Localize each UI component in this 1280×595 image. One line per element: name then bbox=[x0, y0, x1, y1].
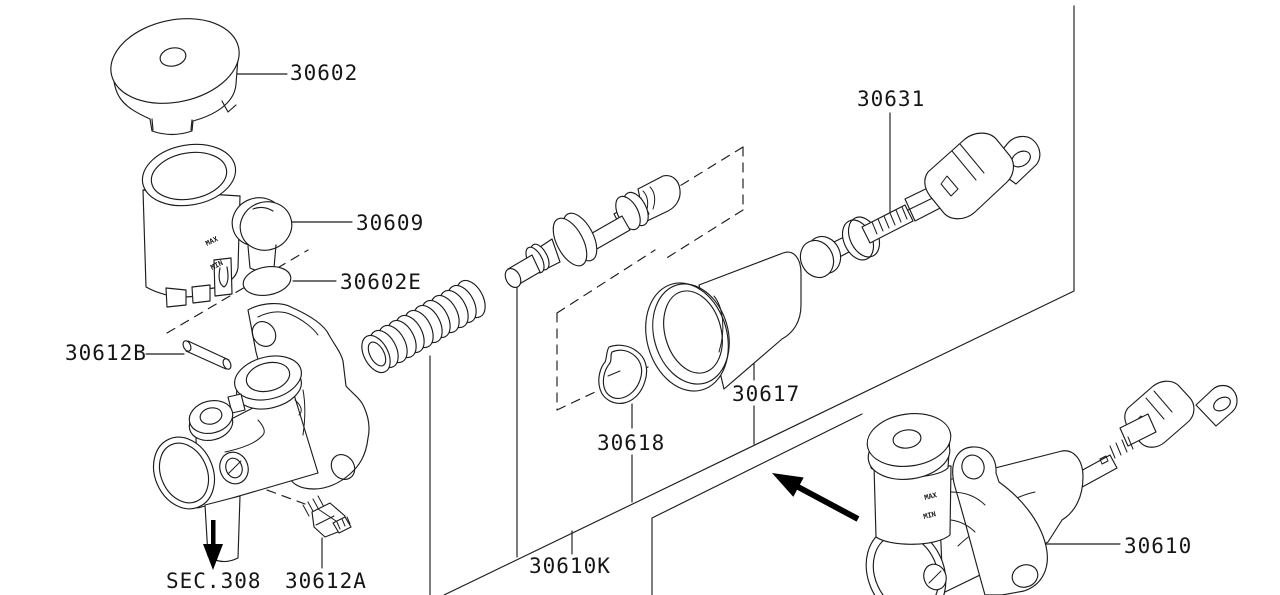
callout-30617[interactable]: 30617 bbox=[732, 382, 800, 406]
flange-inner-contour bbox=[257, 311, 319, 336]
reservoir-spigots bbox=[165, 284, 211, 308]
cap-tabs bbox=[151, 100, 237, 131]
callout-30612B[interactable]: 30612B bbox=[65, 341, 147, 365]
disc-1-front bbox=[552, 217, 588, 267]
callout-30610K[interactable]: 30610K bbox=[529, 554, 611, 578]
asm-reservoir-body bbox=[873, 465, 952, 545]
asm-flange-lower-hole bbox=[1011, 564, 1039, 588]
callout-30631[interactable]: 30631 bbox=[857, 87, 925, 111]
cup-front-rim-outer bbox=[645, 282, 729, 392]
front-boss bbox=[188, 400, 234, 434]
callout-30618[interactable]: 30618 bbox=[597, 431, 665, 455]
reservoir-elbow-disc bbox=[239, 201, 293, 251]
cap-knob bbox=[159, 47, 187, 67]
cup-bore-shadow bbox=[713, 295, 724, 353]
asm-cap-knob bbox=[892, 429, 922, 449]
callout-30610[interactable]: 30610 bbox=[1124, 534, 1192, 558]
cap-seal bbox=[242, 266, 292, 296]
asm-rod-notch bbox=[1099, 455, 1109, 465]
dashed-sheet-top-right bbox=[669, 146, 744, 193]
asm-max-marking-text: MAX bbox=[924, 491, 939, 502]
kit-boundary-line-upper bbox=[443, 5, 1075, 595]
piston-rod-drawing bbox=[504, 175, 681, 288]
leader-lines bbox=[145, 73, 1121, 595]
callouts: 30602 30609 30602E 30612B 30631 30617 30… bbox=[65, 61, 1192, 593]
dashed-sheet-bottom-right bbox=[664, 209, 744, 260]
section-arrow-head bbox=[203, 544, 223, 570]
assembly-pointer-arrow-shape bbox=[772, 473, 860, 522]
barrel-detail-curves bbox=[224, 389, 306, 453]
piston-cup-drawing bbox=[645, 251, 802, 392]
flange-upper-ear-hole bbox=[251, 321, 277, 347]
barrel-front-rim bbox=[152, 436, 216, 510]
snap-ring-gap bbox=[607, 370, 621, 377]
asm-clevis-tab-hole bbox=[1213, 396, 1231, 412]
flange-lower-ear-hole bbox=[330, 454, 356, 480]
dashed-sheet-top-left bbox=[556, 249, 656, 314]
side-port-hole bbox=[225, 457, 243, 479]
cup-bore bbox=[663, 290, 723, 374]
barrel-front-bore bbox=[158, 442, 210, 504]
asm-flange bbox=[952, 446, 1048, 595]
cup-front-rim-lip bbox=[652, 283, 730, 385]
spring-drawing bbox=[361, 279, 486, 374]
snap-ring-outer bbox=[598, 344, 648, 404]
assembly-pointer-arrow bbox=[772, 473, 860, 522]
bleeder-threads bbox=[302, 495, 325, 517]
push-rod-clevis-drawing bbox=[799, 132, 1041, 279]
cap-seal-drawing bbox=[242, 266, 292, 296]
snap-ring-drawing bbox=[598, 344, 648, 404]
piston-tip-end bbox=[504, 268, 522, 288]
asm-cap-top bbox=[866, 413, 952, 467]
pin-end-right bbox=[222, 358, 232, 370]
clevis-fork bbox=[924, 132, 1015, 220]
reservoir-alignment-dashed-line bbox=[166, 249, 309, 334]
reservoir-tab-slot bbox=[218, 266, 229, 288]
piston-head bbox=[637, 175, 681, 223]
bleeder-nipple-threads bbox=[336, 516, 351, 530]
cap-drawing bbox=[110, 18, 240, 136]
bleeder-screw-drawing bbox=[302, 495, 352, 538]
clevis-pin-head bbox=[799, 239, 835, 279]
asm-clevis-tab bbox=[1195, 384, 1238, 427]
kit-boundary-line-lower bbox=[651, 413, 863, 595]
bleeder-alignment-dashed-line bbox=[236, 478, 306, 505]
asm-min-marking-text: MIN bbox=[923, 510, 937, 521]
assembly-drawing: MAX MIN bbox=[865, 380, 1238, 595]
bleeder-facets bbox=[315, 508, 337, 526]
section-arrow-shaft bbox=[211, 520, 216, 546]
asm-adjuster-nut bbox=[1119, 413, 1157, 447]
kit-boundary-lines bbox=[443, 5, 1075, 595]
reservoir-drawing: MAX MIN bbox=[141, 143, 293, 308]
stopper-pin-drawing bbox=[182, 340, 232, 370]
snap-ring-inner bbox=[602, 349, 643, 400]
clevis-fork-slot bbox=[940, 143, 985, 197]
callout-30609[interactable]: 30609 bbox=[356, 211, 424, 235]
pin-sides bbox=[185, 340, 230, 370]
mounting-flange bbox=[247, 303, 370, 490]
spring-open-end bbox=[367, 341, 387, 367]
callout-30602E[interactable]: 30602E bbox=[340, 270, 422, 294]
section-arrow bbox=[203, 520, 223, 570]
callout-30602[interactable]: 30602 bbox=[290, 61, 358, 85]
side-port-slash bbox=[227, 460, 242, 475]
reservoir-opening bbox=[150, 151, 228, 201]
top-boss-hole bbox=[245, 361, 291, 393]
asm-flange-upper-hole bbox=[961, 454, 985, 480]
callout-sec308[interactable]: SEC.308 bbox=[166, 569, 262, 593]
rod-threads bbox=[871, 206, 908, 235]
cylinder-body-drawing bbox=[152, 303, 370, 563]
asm-rod-threads bbox=[1109, 436, 1134, 459]
bleeder-nipple bbox=[332, 516, 352, 534]
front-boss-hole bbox=[199, 407, 223, 425]
asm-reservoir-elbow bbox=[950, 491, 986, 533]
asm-side-port-slash bbox=[928, 570, 942, 584]
callout-30612A[interactable]: 30612A bbox=[285, 569, 367, 593]
pin-end-left bbox=[182, 340, 192, 352]
cap-top bbox=[110, 18, 240, 104]
